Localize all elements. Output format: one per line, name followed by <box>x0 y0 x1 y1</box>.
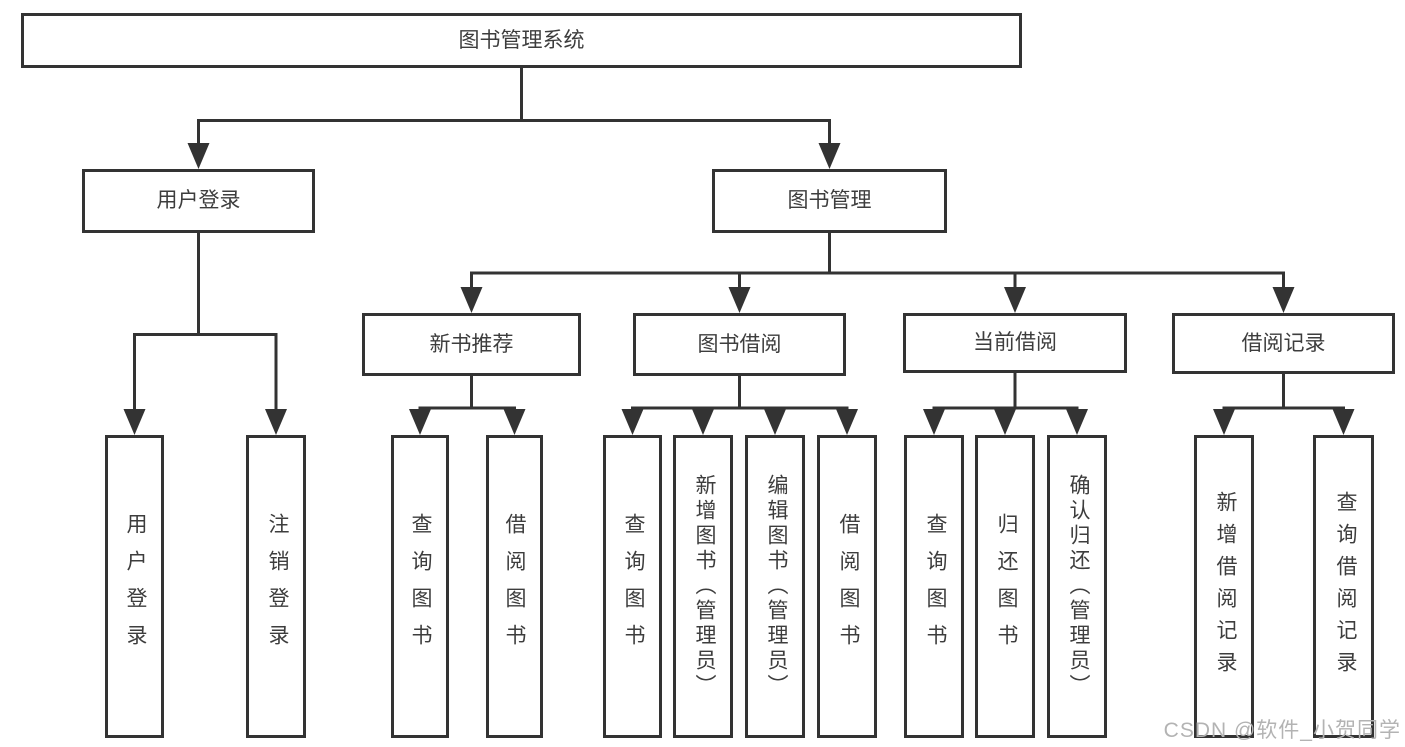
leaf-borrow-query: 查询图书 <box>603 435 662 738</box>
leaf-borrow-edit-admin: 编辑图书（管理员） <box>745 435 805 738</box>
node-book-management: 图书管理 <box>712 169 947 233</box>
leaf-current-query: 查询图书 <box>904 435 964 738</box>
node-current-borrow: 当前借阅 <box>903 313 1127 373</box>
node-book-borrow: 图书借阅 <box>633 313 846 376</box>
leaf-borrow-borrow: 借阅图书 <box>817 435 877 738</box>
node-new-book-recommend: 新书推荐 <box>362 313 581 376</box>
leaf-logout: 注销登录 <box>246 435 306 738</box>
leaf-newbooks-query: 查询图书 <box>391 435 449 738</box>
node-root: 图书管理系统 <box>21 13 1022 68</box>
leaf-current-return: 归还图书 <box>975 435 1035 738</box>
leaf-user-login: 用户登录 <box>105 435 164 738</box>
leaf-records-add: 新增借阅记录 <box>1194 435 1254 738</box>
csdn-watermark: CSDN @软件_小贺同学 <box>1163 719 1401 742</box>
leaf-newbooks-borrow: 借阅图书 <box>486 435 543 738</box>
node-user-login: 用户登录 <box>82 169 315 233</box>
leaf-records-query: 查询借阅记录 <box>1313 435 1374 738</box>
node-borrow-records: 借阅记录 <box>1172 313 1395 374</box>
leaf-borrow-add-admin: 新增图书（管理员） <box>673 435 733 738</box>
arrowheads <box>123 143 1355 435</box>
leaf-current-confirm-admin: 确认归还（管理员） <box>1047 435 1107 738</box>
